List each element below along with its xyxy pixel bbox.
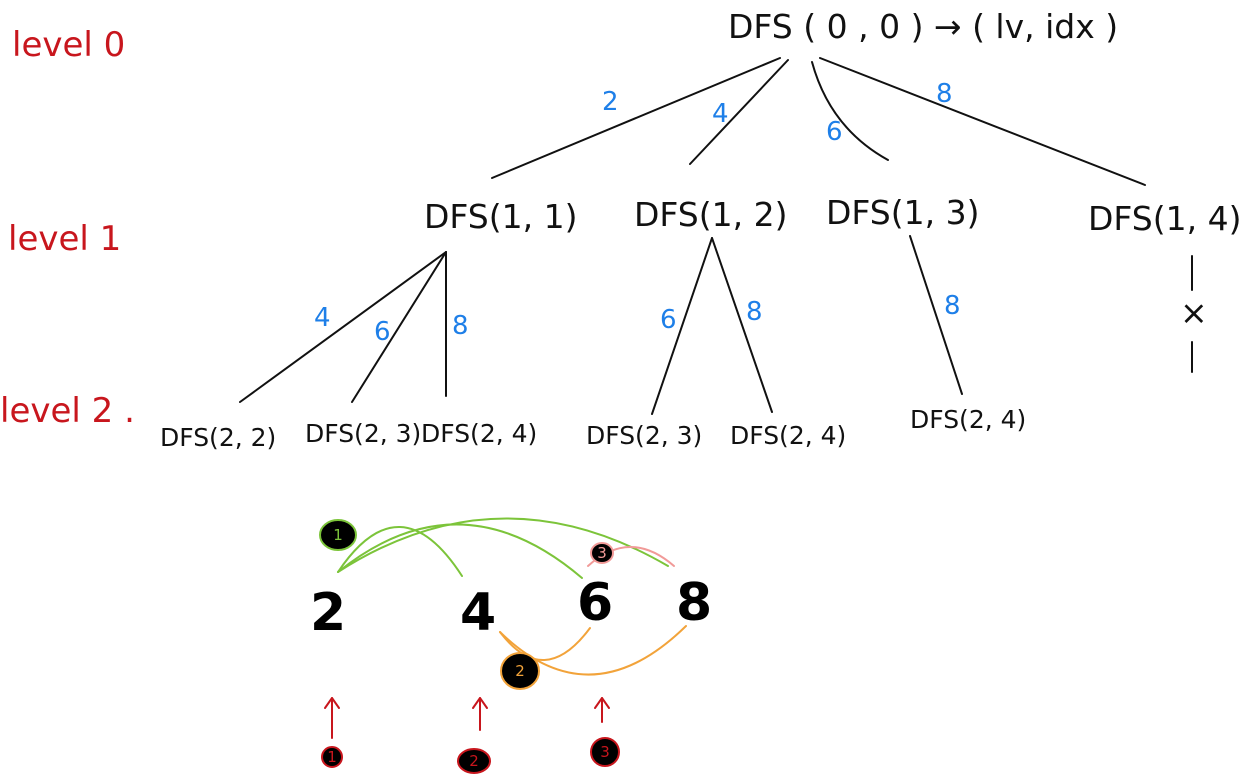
orange-arc-4-6 [499,627,591,661]
tree-nodes: DFS ( 0 , 0 ) → ( lv, idx ) DFS(1, 1) DF… [160,7,1241,452]
orange-marker-ring [500,652,540,690]
bottom-marker-ring-1 [321,746,343,768]
edge-root-n3 [811,61,889,161]
green-arcs [319,517,669,579]
node-root: DFS ( 0 , 0 ) → ( lv, idx ) [728,7,1118,46]
node-l1-4: DFS(1, 4) [1088,199,1241,238]
green-arc-2-8 [337,517,669,573]
orange-marker-label: 2 [515,662,525,680]
edge-root-n4 [819,57,1146,186]
cut-mark: × [1180,293,1208,332]
weight-n1-b: 6 [374,317,391,347]
bottom-marker-3: 3 [600,743,610,761]
bottom-arrows [321,697,620,774]
weight-root-n3: 6 [826,117,843,147]
weight-n2-b: 8 [746,297,763,327]
weight-n2-a: 6 [660,305,677,335]
node-l1-2: DFS(1, 2) [634,195,787,234]
node-l2-1: DFS(2, 2) [160,423,276,452]
arrow-2-head [472,697,488,709]
weight-root-n2: 4 [712,99,729,129]
pink-arcs [587,542,675,567]
node-l2-2: DFS(2, 3) [305,419,421,448]
seq-item-1: 2 [310,583,346,643]
level-label-1: level 1 [8,219,121,259]
node-l2-4: DFS(2, 3) [586,421,702,450]
bottom-marker-ring-3 [590,737,620,767]
node-l2-6: DFS(2, 4) [910,405,1026,434]
node-l1-1: DFS(1, 1) [424,197,577,236]
seq-item-2: 4 [460,583,496,643]
level-label-0: level 0 [12,25,125,65]
weight-n1-c: 8 [452,311,469,341]
edge-n2-b [711,237,773,413]
green-arc-2-4 [337,526,463,577]
pink-marker-label: 3 [597,544,607,562]
seq-item-4: 8 [676,573,712,633]
bottom-marker-ring-2 [457,748,491,774]
orange-arcs [499,625,687,690]
edge-n1-a [239,251,447,403]
weight-root-n4: 8 [936,79,953,109]
edge-root-n1 [491,57,781,179]
node-l1-3: DFS(1, 3) [826,193,979,232]
edge-weights: 2 4 6 8 4 6 8 6 8 8 [314,79,961,347]
weight-root-n1: 2 [602,87,619,117]
edge-n1-b [351,251,447,403]
seq-item-3: 6 [577,573,613,633]
green-marker-ring [319,519,357,551]
node-l2-3: DFS(2, 4) [421,419,537,448]
pink-marker-ring [590,542,614,564]
bottom-markers: 1 2 3 [327,743,610,770]
edge-root-n2 [689,59,789,165]
arrow-3-head [594,697,610,709]
green-marker-label: 1 [333,526,343,544]
weight-n3-a: 8 [944,291,961,321]
edge-n2-a [651,237,713,415]
edge-n3-a [909,235,963,395]
bottom-marker-2: 2 [469,752,479,770]
arrow-1-head [324,697,340,709]
green-arc-2-6 [337,523,583,579]
node-l2-5: DFS(2, 4) [730,421,846,450]
bottom-marker-1: 1 [327,748,337,766]
weight-n1-a: 4 [314,303,331,333]
sequence: 2 4 6 8 [310,573,712,643]
tree-edges [239,57,1193,415]
level-label-2: level 2 . [0,391,135,431]
orange-arc-4-8 [499,625,687,676]
level-labels: level 0 level 1 level 2 . [0,25,135,431]
